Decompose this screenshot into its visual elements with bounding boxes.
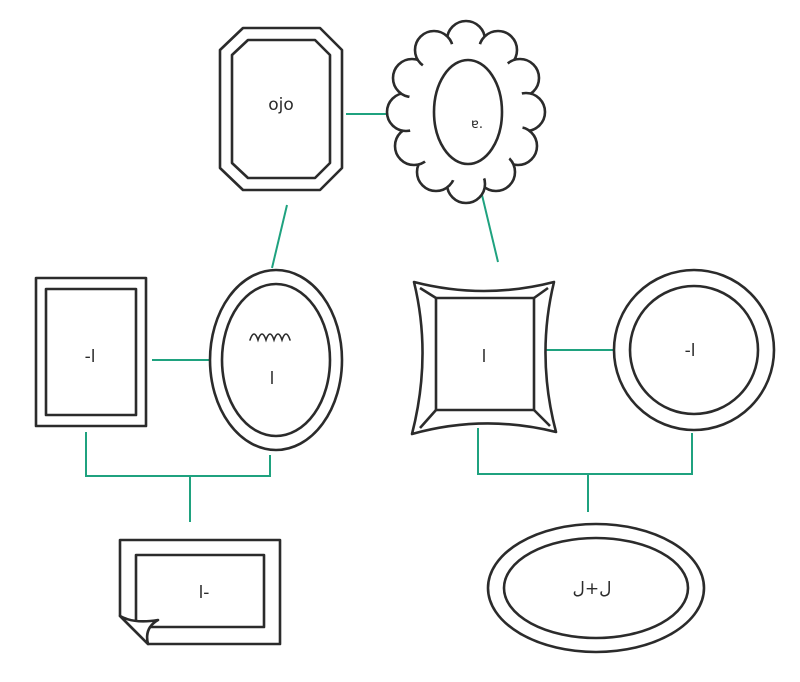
frame-aunt-label: -ا	[685, 341, 696, 361]
ellipse-frame-inner	[502, 536, 690, 640]
rectangle-frame-inner	[44, 287, 138, 417]
round-frame-inner	[628, 284, 760, 416]
frame-child-left[interactable]: ا-	[118, 538, 282, 646]
rectangle-frame-outer	[34, 276, 148, 428]
frame-uncle-label: -ا	[85, 347, 96, 367]
frame-child-left-label: ا-	[199, 583, 210, 603]
frame-grandmother-label: ɐ.	[471, 117, 483, 132]
connector-grandfather-father	[271, 204, 288, 269]
frame-uncle[interactable]: -ا	[34, 276, 148, 428]
curled-corner	[118, 614, 160, 646]
frame-mother-label: ا	[482, 347, 487, 367]
frame-mother[interactable]: ا	[410, 280, 558, 436]
frame-father[interactable]: ا	[208, 268, 344, 452]
round-frame-outer	[612, 268, 776, 432]
frame-grandmother[interactable]: ɐ.	[385, 19, 547, 205]
photo-curled-frame-inner	[134, 553, 266, 629]
frame-father-label: ا	[270, 369, 275, 389]
octagon-frame-outer	[218, 26, 344, 192]
connector-right-family	[477, 428, 693, 475]
oval-frame-inner	[220, 282, 332, 438]
frame-grandfather-label: ojo	[268, 95, 294, 115]
oval-frame-outer	[208, 268, 344, 452]
frame-child-right[interactable]: ل+ل	[486, 522, 706, 654]
connectors	[85, 113, 693, 522]
connector-grandmother-mother	[481, 194, 499, 263]
octagon-frame-inner	[230, 38, 332, 180]
frame-child-right-label: ل+ل	[573, 579, 612, 599]
frame-aunt[interactable]: -ا	[612, 268, 776, 432]
mustache-scribble	[249, 333, 291, 343]
frame-grandfather[interactable]: ojo	[218, 26, 344, 192]
scalloped-oval-frame-inner	[432, 58, 504, 166]
ornate-square-frame-inner	[434, 296, 536, 412]
connector-left-family	[85, 432, 271, 477]
ellipse-frame-outer	[486, 522, 706, 654]
photo-curled-frame-outer	[118, 538, 282, 646]
scalloped-oval-frame-outer	[385, 19, 547, 205]
ornate-square-frame-outer	[410, 280, 558, 436]
